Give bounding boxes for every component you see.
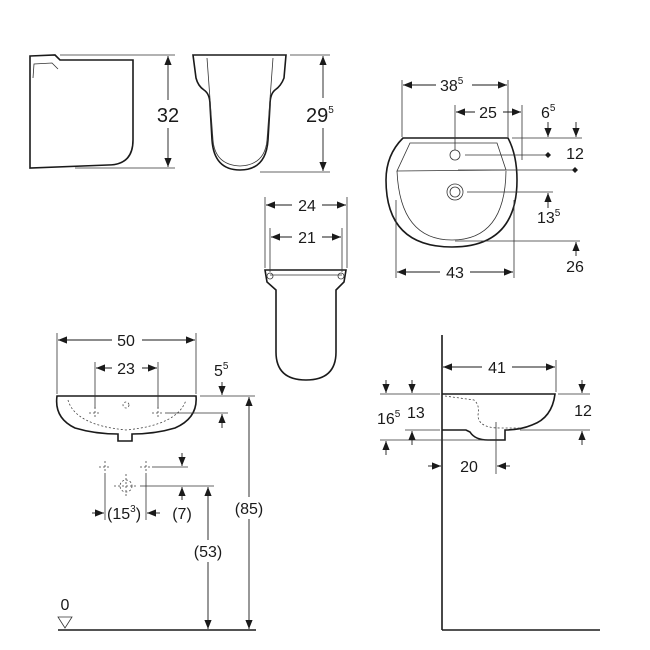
- dim-bowl-depth: 26: [566, 259, 584, 276]
- dim-tap-offset: 25: [479, 105, 497, 122]
- dim-inner-width: 21: [298, 230, 316, 247]
- dim-waste-depth: 135: [537, 208, 561, 227]
- dim-supply-height: (7): [172, 506, 192, 523]
- dim-rim-depth: 65: [541, 103, 556, 122]
- dim-rim-width: 385: [440, 76, 464, 95]
- tap-hole-marks: [89, 407, 164, 419]
- dim-rim-height: (85): [235, 501, 263, 518]
- dim-waste-height: (53): [194, 544, 222, 561]
- dim-height-outer: 165: [377, 409, 401, 428]
- dim-front-height: 12: [574, 403, 592, 420]
- floor-level-label: 0: [61, 597, 70, 614]
- dim-waste-projection: 20: [460, 459, 478, 476]
- dim-height-inner: 13: [407, 405, 425, 422]
- dim-top-offset: 55: [214, 361, 229, 380]
- supply-marks: [99, 461, 152, 498]
- basin-side-view: 41 165 13 12 20: [377, 335, 600, 631]
- dim-supply-spacing: (153): [107, 504, 141, 523]
- floor-level-icon: [57, 616, 73, 629]
- side-pedestal-view: 32: [29, 54, 184, 169]
- dim-overall-width: 43: [446, 265, 464, 282]
- dim-basin-width: 50: [117, 333, 135, 350]
- dim-projection: 41: [488, 360, 506, 377]
- front-pedestal-view: 295: [192, 54, 343, 173]
- dim-outer-width: 24: [298, 198, 316, 215]
- dim-tap-depth: 12: [566, 146, 584, 163]
- dim-front-height: 295: [306, 105, 334, 127]
- back-pedestal-view: 24 21: [264, 194, 348, 381]
- dim-tap-spacing: 23: [117, 361, 135, 378]
- basin-front-view: 50 23 55 (153) (7) (53) (85) 0: [55, 330, 269, 631]
- basin-plan-view: 385 25 43 65 12 135 26: [385, 75, 584, 282]
- dim-side-height: 32: [157, 105, 179, 127]
